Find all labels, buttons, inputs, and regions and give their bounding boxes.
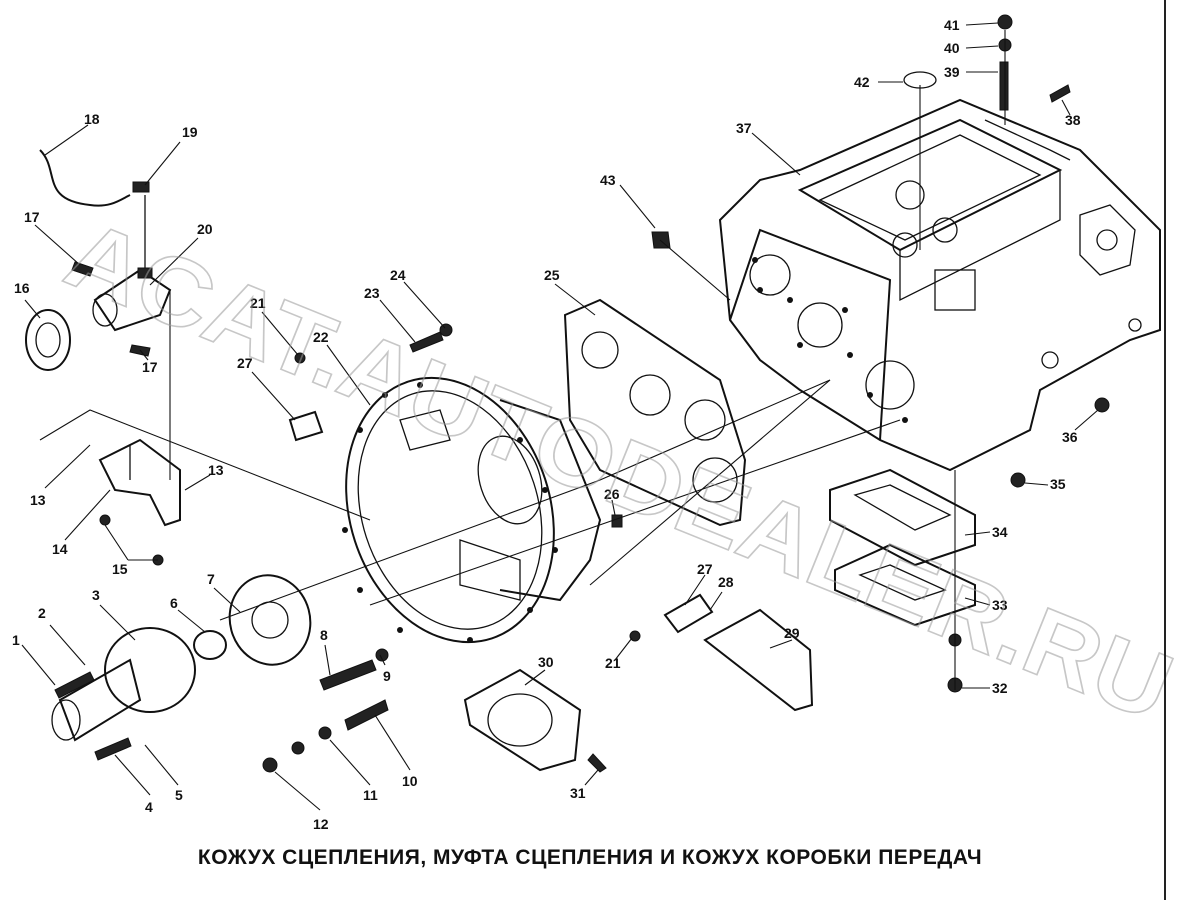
- callout-36: 36: [1062, 429, 1078, 445]
- callout-20: 20: [197, 221, 213, 237]
- callout-6: 6: [170, 595, 178, 611]
- callout-27b: 27: [697, 561, 713, 577]
- callout-39: 39: [944, 64, 960, 80]
- small-parts: [54, 14, 1110, 773]
- callout-10: 10: [402, 773, 418, 789]
- callout-24: 24: [390, 267, 406, 283]
- callout-2: 2: [38, 605, 46, 621]
- callout-14: 14: [52, 541, 68, 557]
- callout-26: 26: [604, 486, 620, 502]
- callout-13b: 13: [208, 462, 224, 478]
- callout-38: 38: [1065, 112, 1081, 128]
- clutch-housing: [342, 376, 602, 644]
- callout-41: 41: [944, 17, 960, 33]
- callout-43: 43: [600, 172, 616, 188]
- callout-37: 37: [736, 120, 752, 136]
- callout-30: 30: [538, 654, 554, 670]
- diagram-caption: КОЖУХ СЦЕПЛЕНИЯ, МУФТА СЦЕПЛЕНИЯ И КОЖУХ…: [197, 846, 983, 869]
- page-edge: [1164, 0, 1178, 900]
- callout-15: 15: [112, 561, 128, 577]
- callout-17b: 17: [142, 359, 158, 375]
- callout-29: 29: [784, 625, 800, 641]
- callout-19: 19: [182, 124, 198, 140]
- callout-16: 16: [14, 280, 30, 296]
- callout-34: 34: [992, 524, 1008, 540]
- release-bearing: [25, 268, 172, 371]
- sensor-cable: [39, 149, 153, 279]
- gasket: [563, 298, 747, 527]
- callout-35: 35: [1050, 476, 1066, 492]
- input-shaft-cover: [51, 574, 312, 742]
- callout-7: 7: [207, 571, 215, 587]
- callout-31: 31: [570, 785, 586, 801]
- callout-42: 42: [854, 74, 870, 90]
- callout-9: 9: [383, 668, 391, 684]
- callout-33: 33: [992, 597, 1008, 613]
- callout-25: 25: [544, 267, 560, 283]
- callout-13a: 13: [30, 492, 46, 508]
- callout-1: 1: [12, 632, 20, 648]
- callout-27a: 27: [237, 355, 253, 371]
- callout-21b: 21: [605, 655, 621, 671]
- assembly-lines: [39, 30, 1006, 690]
- callout-23: 23: [364, 285, 380, 301]
- release-fork: [98, 438, 181, 527]
- callout-40: 40: [944, 40, 960, 56]
- callout-3: 3: [92, 587, 100, 603]
- callout-28: 28: [718, 574, 734, 590]
- callout-4: 4: [145, 799, 153, 815]
- callout-17a: 17: [24, 209, 40, 225]
- callout-11: 11: [363, 787, 378, 803]
- callout-12: 12: [313, 816, 329, 832]
- callout-5: 5: [175, 787, 183, 803]
- callout-22: 22: [313, 329, 329, 345]
- callout-21a: 21: [250, 295, 266, 311]
- callout-8: 8: [320, 627, 328, 643]
- callout-32: 32: [992, 680, 1008, 696]
- gearbox-housing: [718, 98, 1161, 472]
- callouts: 1 2 3 4 5 6 7 8 9 10 11 12 13 13 14 15 1…: [12, 17, 1099, 832]
- bottom-covers: [829, 468, 976, 627]
- callout-18: 18: [84, 111, 100, 127]
